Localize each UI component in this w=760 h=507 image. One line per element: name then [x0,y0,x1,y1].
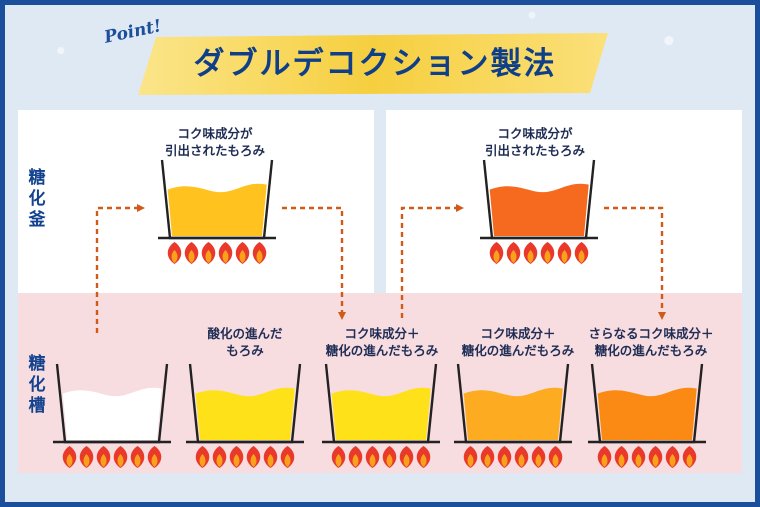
burner-flames [489,242,589,264]
mash-liquid [595,387,699,440]
arrow-bottom3-to-top2 [400,204,464,318]
bottom-pot-5 [588,363,706,468]
top-pot-2 [480,159,598,264]
burner-flames [331,446,431,468]
arrow-top1-to-bottom3 [282,206,346,320]
mash-pots [53,159,706,468]
burner-flames [463,446,563,468]
caption-top-pot-1: コク味成分が 引出されたもろみ [164,126,265,158]
caption-bottom-pot-2: 酸化の進んだ もろみ [207,326,283,358]
mash-liquid [193,387,297,440]
burner-flames [62,446,162,468]
bottom-pot-3 [322,363,440,468]
caption-bottom-pot-4: コク味成分＋ 糖化の進んだもろみ [461,326,575,358]
burner-flames [597,446,697,468]
bottom-pot-4 [454,363,572,468]
mash-liquid [487,183,591,236]
burner-flames [167,242,267,264]
title-banner [138,33,608,95]
burner-flames [195,446,295,468]
row-label-saccharification-tank: 糖 化 槽 [28,354,46,416]
top-pot-1 [158,159,276,264]
page-title: ダブルデコクション製法 [193,46,557,82]
flow-arrows [95,204,666,333]
mash-liquid [165,183,269,236]
arrow-bottom1-to-top1 [95,204,145,333]
mash-liquid [60,387,164,440]
arrow-top2-to-bottom5 [604,206,666,320]
mash-liquid [461,387,565,440]
caption-top-pot-2: コク味成分が 引出されたもろみ [484,126,585,158]
mash-liquid [329,387,433,440]
bottom-pot-1 [53,363,171,468]
caption-bottom-pot-3: コク味成分＋ 糖化の進んだもろみ [325,326,439,358]
bottom-pot-2 [186,363,304,468]
row-label-saccharification-kettle: 糖 化 釜 [28,168,46,230]
caption-bottom-pot-5: さらなるコク味成分＋ 糖化の進んだもろみ [588,326,714,358]
